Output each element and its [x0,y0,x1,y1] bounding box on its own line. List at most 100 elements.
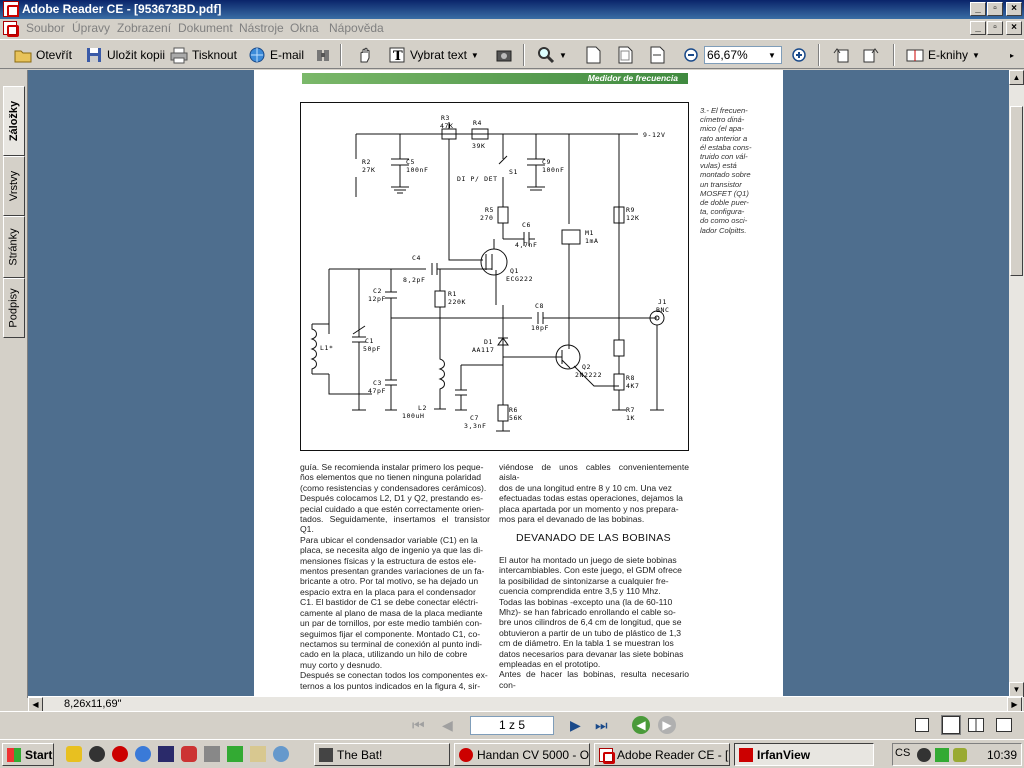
text-line: vulas) está [700,161,737,171]
print-button[interactable]: Tisknout [170,44,237,66]
single-page-icon[interactable] [915,718,929,732]
task-adobe-reader[interactable]: Adobe Reader CE - [... [594,743,730,766]
label-q2-value: 2N2222 [575,371,602,379]
zoom-out-button[interactable] [682,44,700,66]
fit-page-button[interactable] [616,44,634,66]
navigation-pane: Záložky Vrstvy Stránky Podpisy [0,70,28,698]
label-c3: C3 [373,379,382,387]
email-label: E-mail [270,48,305,62]
open-button[interactable]: Otevřít [14,44,72,66]
tab-podpisy[interactable]: Podpisy [3,278,25,338]
windows-logo-icon [7,747,21,762]
tray-icon[interactable] [935,748,949,762]
label-c8-value: 10pF [531,324,549,332]
fit-width-button[interactable] [648,44,666,66]
zoom-tool-button[interactable]: ▼ [537,44,567,66]
text-line: un par de tornillos, por este medio tamb… [300,618,483,629]
menu-dokument[interactable]: Dokument [178,21,233,35]
opera-icon[interactable] [112,746,128,762]
quicklaunch-icon[interactable] [227,746,243,762]
quicklaunch-icon[interactable] [273,746,289,762]
document-icon[interactable] [3,21,19,37]
zoom-in-button[interactable] [790,44,808,66]
quicklaunch-icon[interactable] [89,746,105,762]
scroll-down-button[interactable]: ▼ [1009,682,1024,697]
quicklaunch-icon[interactable] [181,746,197,762]
ie-icon[interactable] [135,746,151,762]
ebooks-button[interactable]: E-knihy ▼ [906,44,980,66]
menu-napoveda[interactable]: Nápověda [329,21,384,35]
rotate-left-icon [832,46,850,64]
scroll-thumb[interactable] [1010,106,1023,276]
hand-tool-button[interactable] [356,44,374,66]
chevron-down-icon[interactable]: ▼ [972,50,980,60]
last-page-button[interactable]: ⏭ [595,717,608,733]
text-line: cm de diámetro. En la tabla 1 se muestra… [499,638,674,649]
actual-size-button[interactable] [584,44,602,66]
menu-okna[interactable]: Okna [290,21,319,35]
tray-language[interactable]: CS [895,747,911,759]
first-page-button[interactable]: ⏮ [412,717,425,733]
email-button[interactable]: E-mail [248,44,304,66]
tab-stranky[interactable]: Stránky [3,216,25,278]
zoom-dropdown[interactable]: ▼ [768,46,776,64]
rotate-right-button[interactable] [862,44,880,66]
previous-page-button[interactable]: ◀ [442,717,453,733]
save-copy-button[interactable]: Uložit kopii [85,44,165,66]
chevron-down-icon[interactable]: ▼ [559,50,567,60]
rotate-left-button[interactable] [832,44,850,66]
pdf-page[interactable]: Medidor de frecuencia [254,70,783,696]
tray-icon[interactable] [953,748,967,762]
vertical-scrollbar[interactable]: ▲ ▼ [1009,70,1024,698]
label-c4-value: 8,2pF [403,276,426,284]
task-irfanview[interactable]: IrfanView [734,743,874,766]
maximize-button[interactable]: ▫ [987,2,1003,16]
select-text-button[interactable]: T Vybrat text ▼ [388,44,479,66]
task-handan[interactable]: Handan CV 5000 - O... [454,743,590,766]
minimize-button[interactable]: _ [970,2,986,16]
label-r3-value: 47K [440,122,454,130]
snapshot-button[interactable] [495,44,513,66]
label-r2-value: 27K [362,166,376,174]
adobe-reader-icon[interactable] [3,1,19,17]
continuous-facing-icon[interactable] [996,718,1012,732]
go-back-icon[interactable]: ◀ [632,716,650,734]
continuous-page-icon[interactable] [941,715,961,735]
task-the-bat[interactable]: The Bat! [314,743,450,766]
text-column-2-bottom: El autor ha montado un juego de siete bo… [499,555,689,690]
page-number-input[interactable]: 1 z 5 [470,716,554,735]
menu-soubor[interactable]: Soubor [26,21,65,35]
menu-upravy[interactable]: Úpravy [72,21,111,35]
doc-minimize-button[interactable]: _ [970,21,986,35]
title-bar: Adobe Reader CE - [953673BD.pdf] _ ▫ × [0,0,1024,19]
scroll-right-button[interactable]: ▶ [1007,697,1022,712]
tray-icon[interactable] [917,748,931,762]
scroll-up-button[interactable]: ▲ [1009,70,1024,85]
toolbar-overflow-button[interactable]: ▸ [1010,44,1014,66]
search-binoculars-button[interactable] [314,44,332,66]
quicklaunch-icon[interactable] [250,746,266,762]
toolbar-separator [818,44,820,66]
text-line: lador Colpitts. [700,225,747,235]
scroll-left-button[interactable]: ◀ [28,697,43,712]
tab-vrstvy[interactable]: Vrstvy [3,156,25,216]
print-label: Tisknout [192,48,237,62]
doc-restore-button[interactable]: ▫ [987,21,1003,35]
tab-zalozky[interactable]: Záložky [3,86,25,156]
text-line: pecial cuidado a que estén correctamente… [300,503,484,514]
quicklaunch-icon[interactable] [66,746,82,762]
next-page-button[interactable]: ▶ [570,717,581,733]
horizontal-scrollbar[interactable]: ◀ 8,26x11,69" ▶ [28,696,1023,712]
chevron-down-icon[interactable]: ▼ [470,50,479,60]
start-button[interactable]: Start [2,743,54,766]
facing-pages-icon[interactable] [968,718,984,732]
quicklaunch-icon[interactable] [204,746,220,762]
page-header-title: Medidor de frecuencia [587,73,678,83]
close-button[interactable]: × [1006,2,1022,16]
save-icon[interactable] [158,746,174,762]
doc-close-button[interactable]: × [1006,21,1022,35]
menu-nastroje[interactable]: Nástroje [239,21,284,35]
menu-zobrazeni[interactable]: Zobrazení [117,21,172,35]
zoom-input[interactable]: 66,67% [704,46,782,64]
go-forward-icon[interactable]: ▶ [658,716,676,734]
